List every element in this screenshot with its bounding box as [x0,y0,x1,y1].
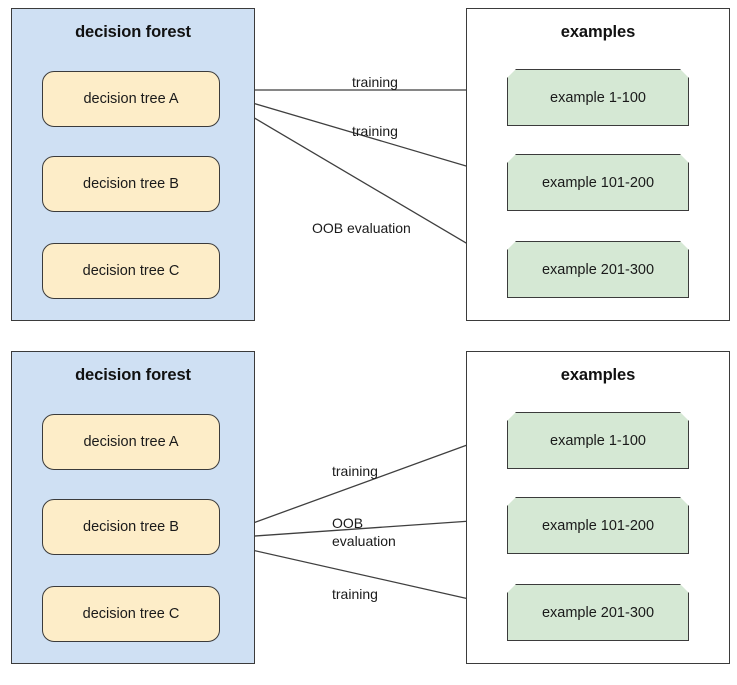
tree-node-a-top[interactable]: decision tree A [42,71,220,127]
examples-container-bottom: examples example 1-100 example 101-200 e… [466,351,730,664]
examples-container-top: examples example 1-100 example 101-200 e… [466,8,730,321]
example-node-2-top[interactable]: example 101-200 [507,154,689,211]
examples-title-bottom: examples [560,366,636,384]
forest-title-top: decision forest [75,23,191,41]
edge-label-training-2-top: training [352,123,398,139]
edge-tree-a-to-example-3 [211,92,501,264]
edge-label-oob-line2: evaluation [332,532,396,549]
example-node-1-top[interactable]: example 1-100 [507,69,689,126]
diagram-panel-top: decision forest decision tree A decision… [0,0,737,330]
forest-title-bottom: decision forest [75,366,191,384]
tree-node-b-bottom[interactable]: decision tree B [42,499,220,555]
example-node-3-top[interactable]: example 201-300 [507,241,689,298]
tree-node-b-top[interactable]: decision tree B [42,156,220,212]
tree-node-a-bottom[interactable]: decision tree A [42,414,220,470]
example-node-2-bottom[interactable]: example 101-200 [507,497,689,554]
tree-node-c-top[interactable]: decision tree C [42,243,220,299]
edge-label-training-1-top: training [352,74,398,90]
example-node-3-bottom[interactable]: example 201-300 [507,584,689,641]
decision-forest-container-top: decision forest decision tree A decision… [11,8,255,321]
decision-forest-container-bottom: decision forest decision tree A decision… [11,351,255,664]
example-node-1-bottom[interactable]: example 1-100 [507,412,689,469]
tree-node-c-bottom[interactable]: decision tree C [42,586,220,642]
edge-label-oob-line1: OOB [332,515,364,531]
edge-label-training-1-bottom: training [332,463,378,479]
edge-label-oob-evaluation-top: OOB evaluation [312,220,411,236]
edge-label-training-2-bottom: training [332,586,378,602]
examples-title-top: examples [560,23,636,41]
diagram-panel-bottom: decision forest decision tree A decision… [0,343,737,673]
